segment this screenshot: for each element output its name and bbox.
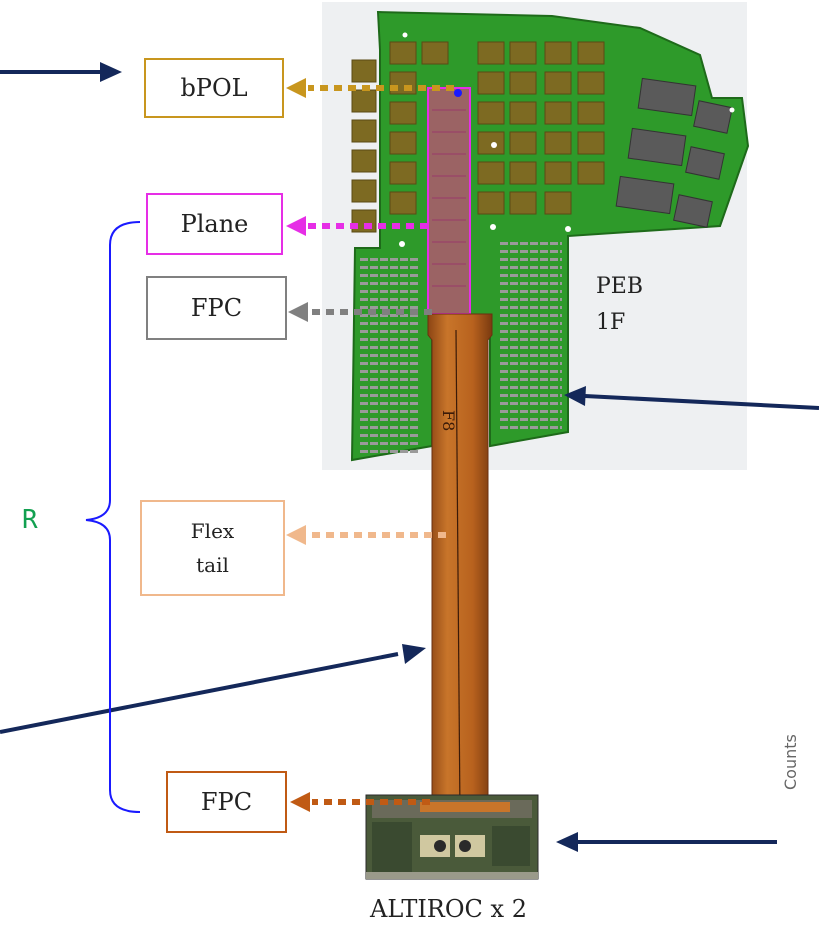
right-connector-strip: [500, 240, 562, 430]
left-connector-strip: [358, 255, 418, 455]
radius-bracket: [86, 222, 140, 812]
flex-tail-label: Flex tail: [140, 500, 285, 596]
flex-tail-text: Flex tail: [178, 514, 248, 582]
fpc-bottom-label: FPC: [166, 771, 287, 833]
plane-label: Plane: [146, 193, 283, 255]
altiroc-caption: ALTIROC x 2: [370, 895, 527, 923]
altiroc-module: [366, 795, 538, 879]
leader-flex-tail: [286, 525, 446, 545]
peb-label: PEB: [596, 274, 643, 299]
plane-highlight: [428, 88, 470, 314]
flex-marking: F8: [439, 410, 458, 431]
radius-label: R: [22, 505, 38, 535]
bpol-label: bPOL: [144, 58, 284, 118]
peb-sub-label: 1F: [596, 310, 625, 335]
counts-axis-label: Counts: [781, 734, 800, 790]
fpc-top-label: FPC: [146, 276, 287, 340]
